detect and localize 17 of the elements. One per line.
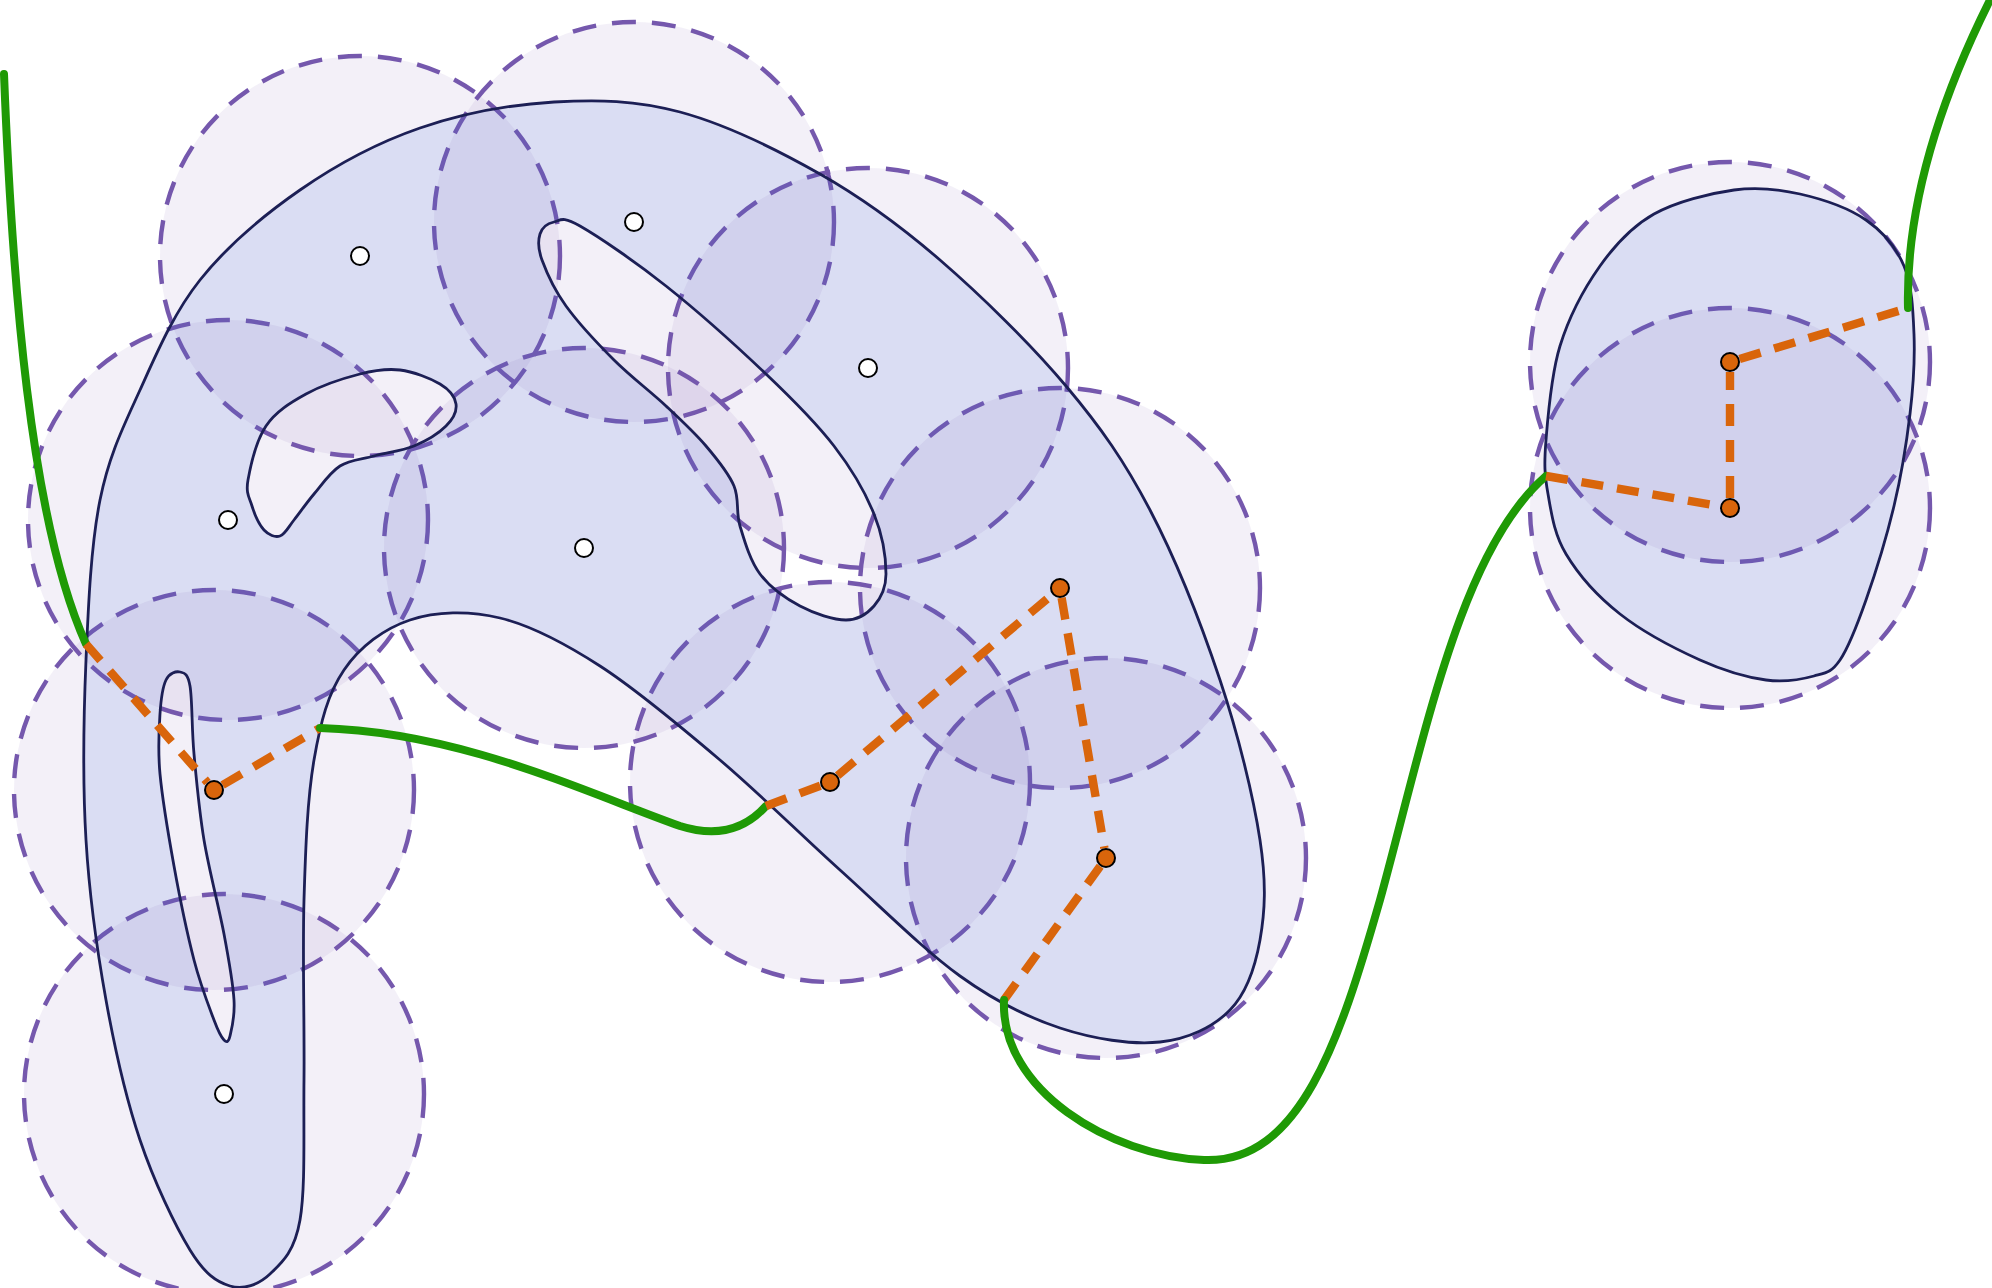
- sample-point: [218, 510, 238, 530]
- trajectory-path: [1738, 0, 1992, 364]
- sample-point: [574, 538, 594, 558]
- dashed-connector: [1057, 597, 1109, 849]
- trajectory-path: [0, 70, 211, 786]
- sample-point: [1050, 578, 1070, 598]
- dashed-connector: [1725, 372, 1735, 498]
- sample-point: [858, 358, 878, 378]
- sample-point: [214, 1084, 234, 1104]
- sample-point: [624, 212, 644, 232]
- sample-point: [350, 246, 370, 266]
- trajectory-path: [220, 724, 823, 836]
- sample-point: [1096, 848, 1116, 868]
- sample-point: [1720, 352, 1740, 372]
- sample-point: [1720, 498, 1740, 518]
- sample-point: [204, 780, 224, 800]
- sample-point: [820, 772, 840, 792]
